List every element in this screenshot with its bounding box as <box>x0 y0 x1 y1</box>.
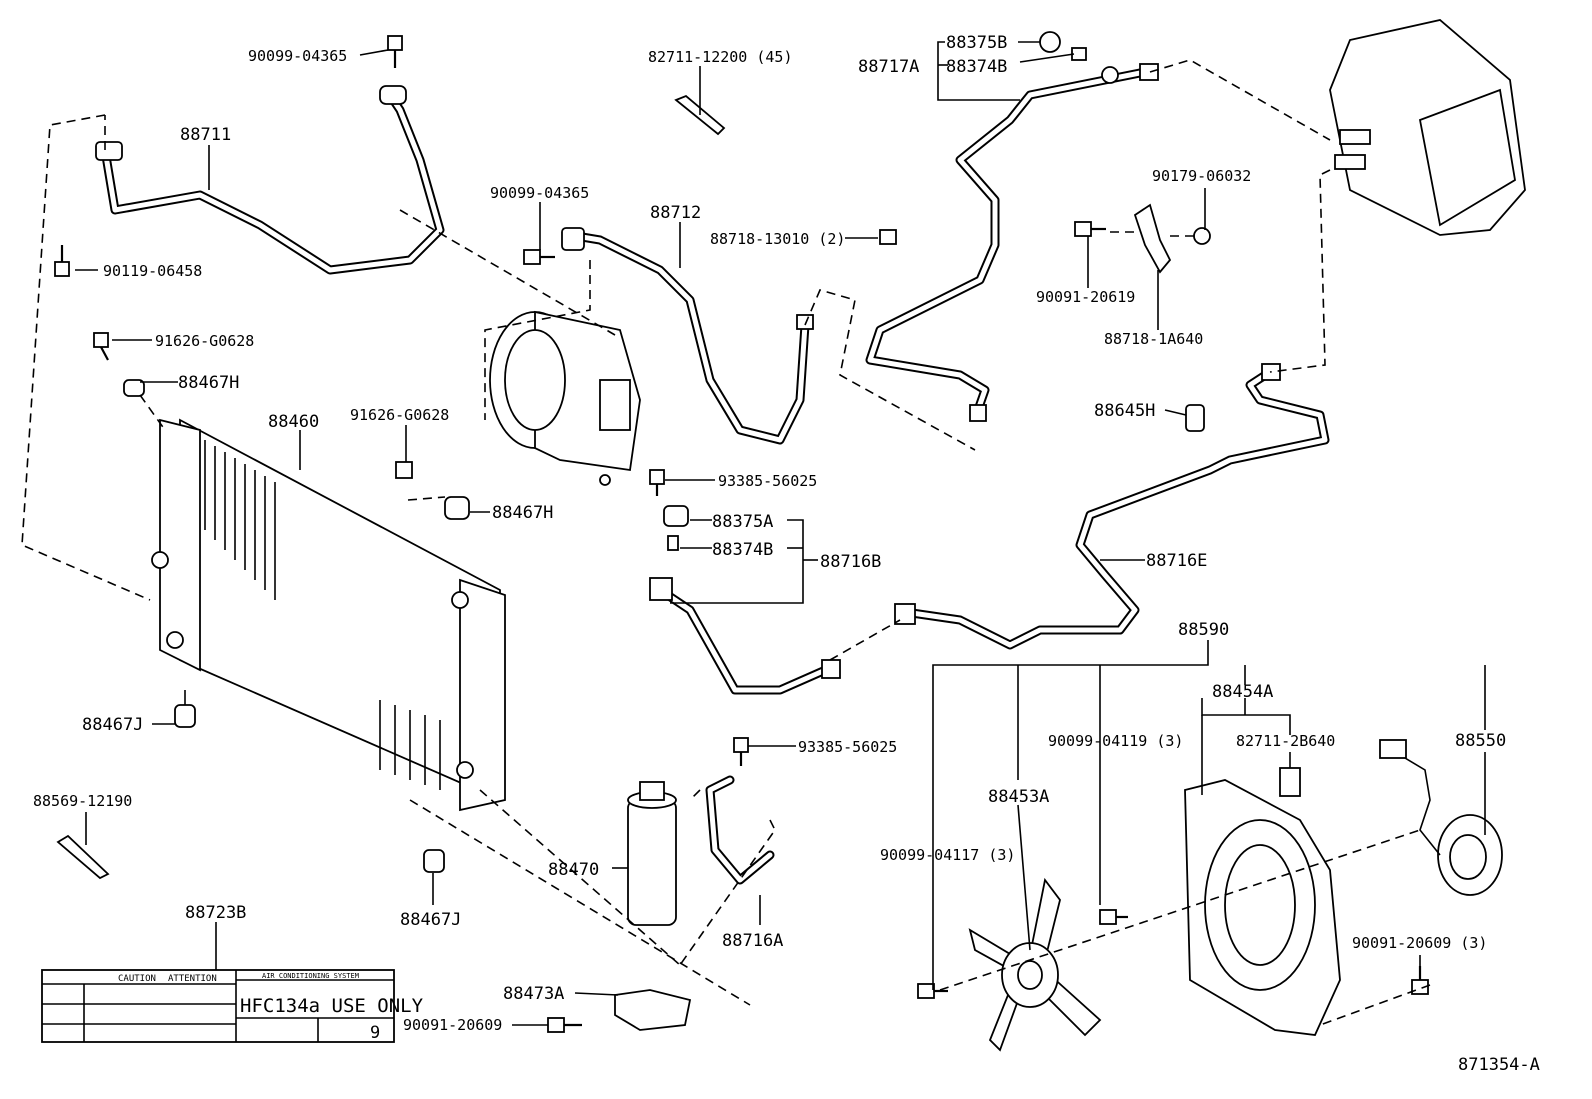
label-88467j-a[interactable]: 88467J <box>82 715 143 735</box>
evaporator-unit[interactable] <box>1329 19 1526 236</box>
caution-system-header: AIR CONDITIONING SYSTEM <box>262 972 359 980</box>
label-88467h-a[interactable]: 88467H <box>178 373 239 393</box>
label-88716a[interactable]: 88716A <box>722 931 783 951</box>
label-88716b[interactable]: 88716B <box>820 552 881 572</box>
label-93385-56025-b[interactable]: 93385-56025 <box>798 738 897 756</box>
caution-header-right: ATTENTION <box>168 974 217 984</box>
dashed-connectors <box>21 59 1431 1026</box>
label-88711[interactable]: 88711 <box>180 125 231 145</box>
label-88374b-a[interactable]: 88374B <box>712 540 773 560</box>
receiver-drier-88470[interactable] <box>627 781 677 926</box>
part-labels: 90099-04365 88711 90119-06458 91626-G062… <box>33 33 1540 1075</box>
fan-motor-88550[interactable] <box>1379 739 1503 896</box>
bracket-88473a[interactable] <box>614 989 692 1031</box>
label-88467h-b[interactable]: 88467H <box>492 503 553 523</box>
label-88374b-b[interactable]: 88374B <box>946 57 1007 77</box>
caution-label-88723b: CAUTION ATTENTION AIR CONDITIONING SYSTE… <box>41 969 424 1043</box>
label-88454a[interactable]: 88454A <box>1212 682 1273 702</box>
pipe-88716b[interactable] <box>649 577 841 695</box>
label-90099-04365-b[interactable]: 90099-04365 <box>490 184 589 202</box>
label-88375b[interactable]: 88375B <box>946 33 1007 53</box>
small-parts <box>54 31 1429 1033</box>
label-88590[interactable]: 88590 <box>1178 620 1229 640</box>
caution-header-left: CAUTION <box>118 974 156 984</box>
label-88723b[interactable]: 88723B <box>185 903 246 923</box>
pipe-88712[interactable] <box>561 227 814 445</box>
label-91626-g0628-b[interactable]: 91626-G0628 <box>350 406 449 424</box>
label-88718-1a640[interactable]: 88718-1A640 <box>1104 330 1203 348</box>
fan-shroud-88454a[interactable] <box>1184 779 1341 1036</box>
label-90091-20609-b[interactable]: 90091-20609 (3) <box>1352 934 1487 952</box>
label-90119-06458[interactable]: 90119-06458 <box>103 262 202 280</box>
label-90179-06032[interactable]: 90179-06032 <box>1152 167 1251 185</box>
hfc-text: HFC134a USE ONLY <box>240 995 424 1017</box>
label-88453a[interactable]: 88453A <box>988 787 1049 807</box>
leader-lines <box>75 41 1486 1026</box>
pipe-88711[interactable] <box>95 85 445 275</box>
label-93385-56025-a[interactable]: 93385-56025 <box>718 472 817 490</box>
label-88473a[interactable]: 88473A <box>503 984 564 1004</box>
compressor[interactable] <box>489 310 641 486</box>
label-82711-12200[interactable]: 82711-12200 (45) <box>648 48 793 66</box>
label-88375a[interactable]: 88375A <box>712 512 773 532</box>
label-91626-g0628-a[interactable]: 91626-G0628 <box>155 332 254 350</box>
label-88467j-b[interactable]: 88467J <box>400 910 461 930</box>
label-90091-20609-a[interactable]: 90091-20609 <box>403 1016 502 1034</box>
diagram-id: 871354-A <box>1458 1055 1540 1075</box>
fan-blade-88453a[interactable] <box>968 877 1102 1052</box>
label-88550[interactable]: 88550 <box>1455 731 1506 751</box>
label-82711-2b640[interactable]: 82711-2B640 <box>1236 732 1335 750</box>
label-90099-04365-a[interactable]: 90099-04365 <box>248 47 347 65</box>
label-90099-04117[interactable]: 90099-04117 (3) <box>880 846 1015 864</box>
condenser-88460[interactable] <box>151 418 506 812</box>
label-88716e[interactable]: 88716E <box>1146 551 1207 571</box>
caution-value: 9 <box>370 1023 380 1043</box>
pipe-88717a[interactable] <box>865 63 1159 422</box>
label-90099-04119[interactable]: 90099-04119 (3) <box>1048 732 1183 750</box>
label-88712[interactable]: 88712 <box>650 203 701 223</box>
label-88718-13010[interactable]: 88718-13010 (2) <box>710 230 845 248</box>
label-88470[interactable]: 88470 <box>548 860 599 880</box>
label-88460[interactable]: 88460 <box>268 412 319 432</box>
label-88645h[interactable]: 88645H <box>1094 401 1155 421</box>
label-88569-12190[interactable]: 88569-12190 <box>33 792 132 810</box>
label-88717a[interactable]: 88717A <box>858 57 919 77</box>
pipe-88716a[interactable] <box>705 775 775 885</box>
label-90091-20619[interactable]: 90091-20619 <box>1036 288 1135 306</box>
